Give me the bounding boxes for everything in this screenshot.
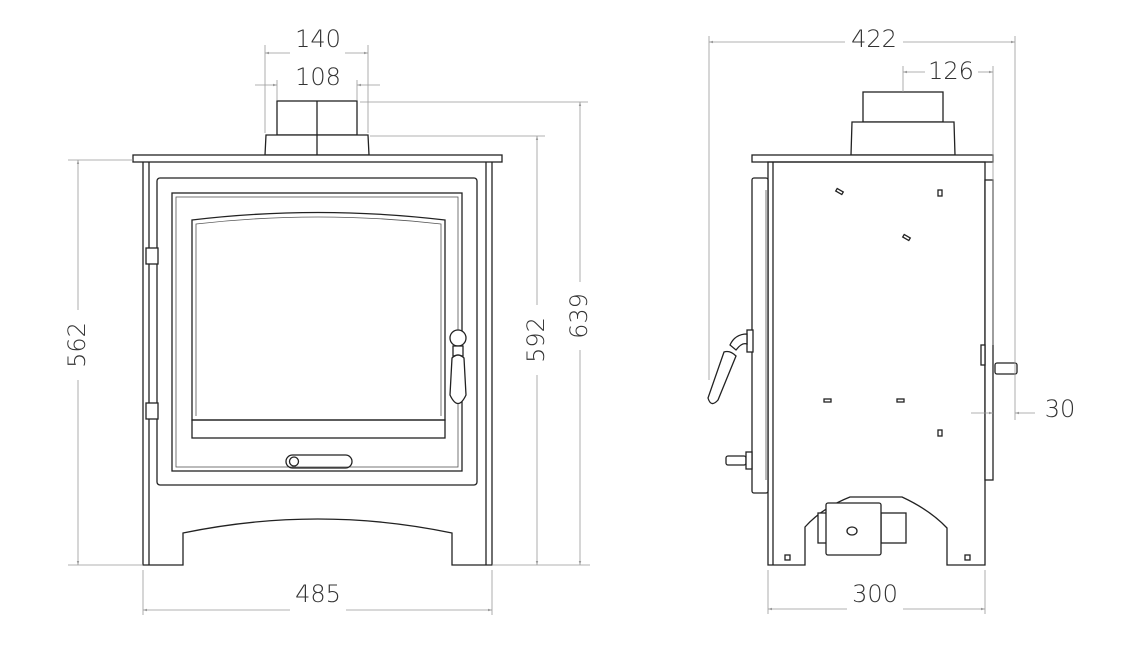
air-control-slider[interactable] (285, 454, 353, 469)
front-dimensions: 140 108 562 592 639 485 (63, 25, 593, 615)
rear-panel (984, 179, 994, 481)
door-handle[interactable] (449, 329, 467, 405)
top-plate (132, 154, 503, 163)
side-top-plate (751, 154, 994, 163)
side-view (707, 91, 1018, 566)
dim-flue-pipe-width: 108 (295, 63, 341, 91)
air-control-knob[interactable] (288, 456, 300, 467)
side-body (767, 161, 986, 566)
dim-flue-collar-width: 140 (295, 25, 341, 53)
rear-spigot (994, 362, 1018, 375)
ash-pan (817, 502, 907, 556)
dim-rear-clearance: 30 (1045, 395, 1076, 423)
hinge-top (145, 247, 159, 265)
dim-body-height: 562 (63, 322, 91, 368)
front-view (132, 100, 503, 566)
hinge-bottom (145, 402, 159, 420)
side-air-control-knob[interactable] (725, 451, 753, 470)
dim-collar-height: 592 (522, 317, 550, 363)
dim-body-depth: 300 (852, 580, 898, 608)
side-dimensions: 422 126 30 300 (708, 25, 1076, 614)
dim-flue-offset: 126 (928, 57, 974, 85)
door[interactable] (171, 192, 463, 472)
glass-panel (191, 211, 446, 421)
side-flue-collar (850, 121, 956, 156)
ash-lip (191, 419, 446, 439)
side-door-handle[interactable] (707, 329, 754, 405)
door-frame (156, 177, 478, 486)
dim-width: 485 (295, 580, 341, 608)
stove-body (142, 162, 493, 566)
dim-overall-height: 639 (565, 293, 593, 339)
dim-overall-depth: 422 (851, 25, 897, 53)
side-flue-pipe (862, 91, 944, 123)
